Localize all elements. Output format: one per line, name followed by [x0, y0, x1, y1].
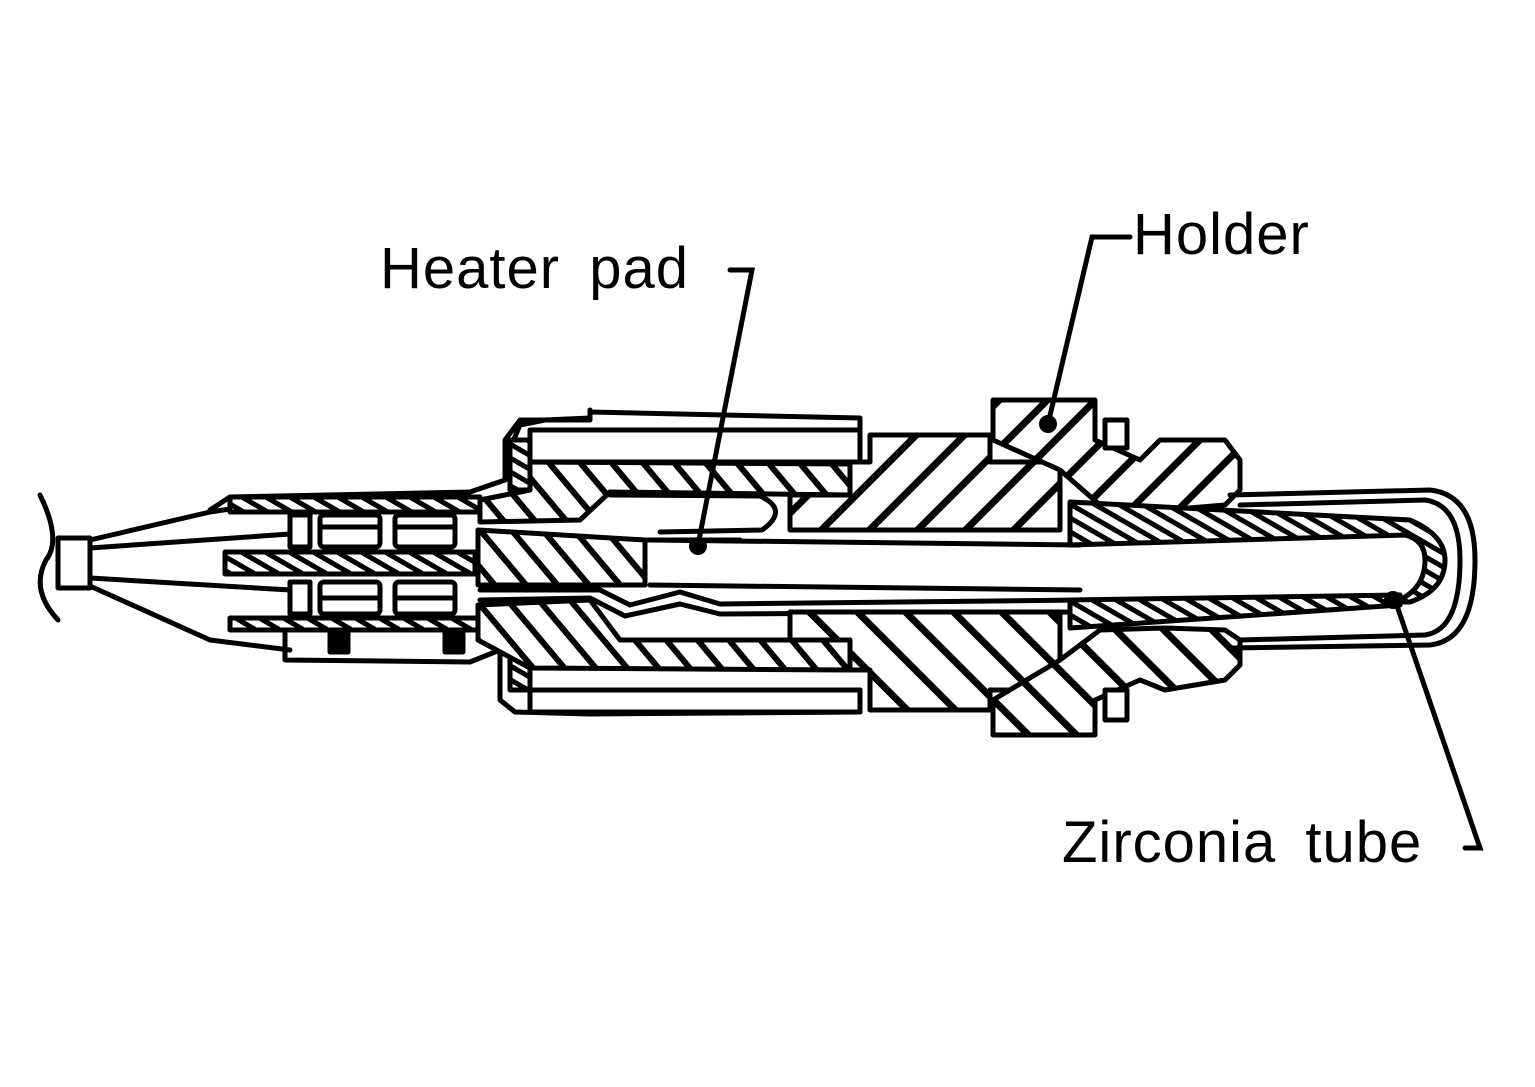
heater-pad-dot: [689, 537, 707, 555]
heater-pad-leader: [695, 267, 756, 548]
protective-shield: [1227, 487, 1478, 651]
terminal-contacts: [287, 512, 458, 617]
holder-label: Holder: [1133, 202, 1310, 267]
leader-dots: [689, 415, 1402, 609]
zirconia-tube: [1067, 499, 1448, 631]
zirconia-tube-dot: [1384, 591, 1402, 609]
zirconia-tube-leader: [1392, 597, 1484, 851]
holder-hex: [990, 397, 1243, 738]
zirconia-tube-label: Zirconia tube: [1062, 810, 1423, 875]
heater-pad-label: Heater pad: [380, 236, 689, 301]
holder-leader: [1045, 234, 1133, 427]
central-bore: [647, 537, 1083, 593]
leader-lines: [695, 234, 1484, 851]
insulator-body: [475, 427, 863, 715]
holder-dot: [1039, 415, 1057, 433]
